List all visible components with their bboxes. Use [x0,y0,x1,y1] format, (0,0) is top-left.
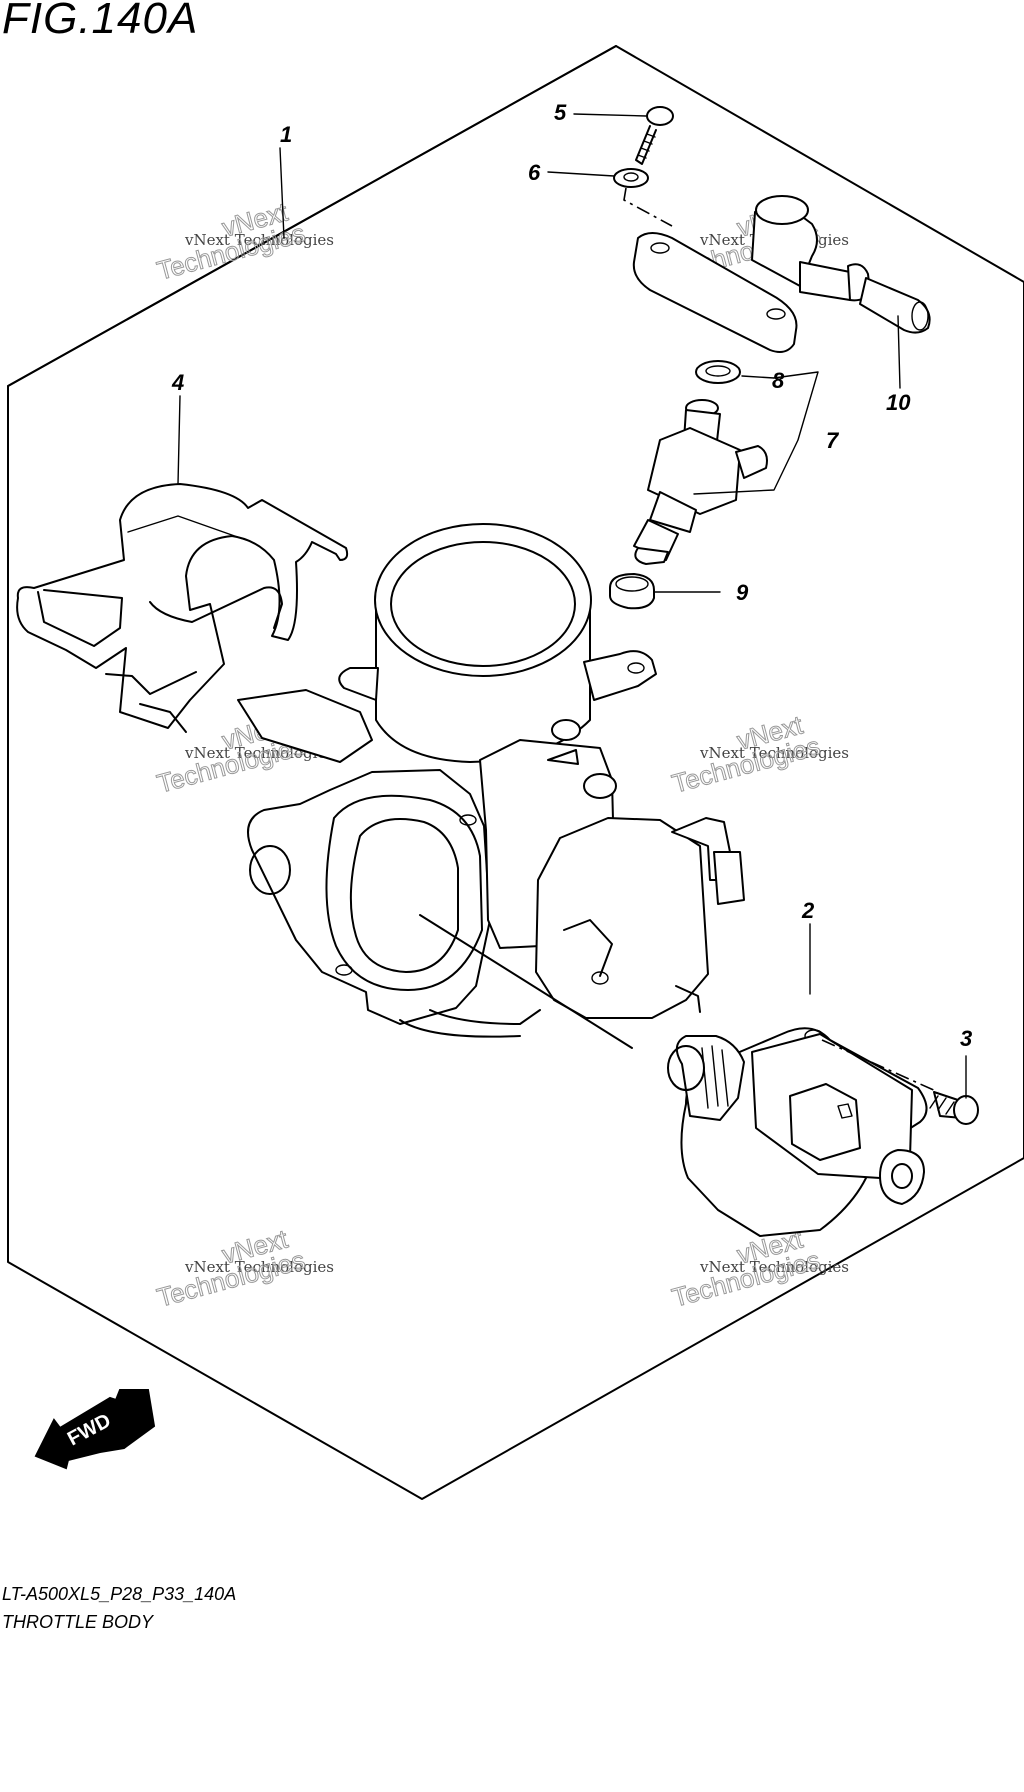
part-5-screw [635,106,674,165]
part-10-fuel-hose [799,261,931,334]
callout-9: 9 [736,580,749,605]
svg-text:vNext Technologies: vNext Technologies [184,231,334,249]
callout-3: 3 [960,1026,972,1051]
callout-5: 5 [554,100,567,125]
part-4-cover-bracket [16,483,349,733]
fuel-delivery-bracket [632,195,818,353]
part-9-seal [609,573,655,610]
part-7-fuel-injector [633,399,768,565]
callout-7: 7 [826,428,840,453]
part-3-bolt [929,1091,979,1125]
svg-text:vNext Technologies: vNext Technologies [184,1258,334,1276]
callout-8: 8 [772,368,785,393]
svg-text:vNext Technologies: vNext Technologies [699,744,849,762]
assembly-boundary-top-left [7,45,617,387]
part-8-o-ring [695,360,741,384]
callout-1: 1 [280,122,292,147]
svg-text:vNext Technologies: vNext Technologies [699,1258,849,1276]
leader-lines [177,113,967,1099]
callout-10: 10 [886,390,911,415]
part-6-washer [613,168,649,188]
figure-title: FIG.140A [2,0,199,43]
dash-bolt-to-valve [821,1039,939,1093]
dash-screw-to-bracket [623,187,673,227]
part-2-isc-valve [667,1027,928,1237]
callout-4: 4 [171,370,184,395]
callout-2: 2 [801,898,815,923]
fwd-direction-badge: FWD [34,1389,156,1470]
leader-line-2 [419,914,633,1049]
throttle-body-main [237,523,745,1038]
callout-6: 6 [528,160,541,185]
section-name: THROTTLE BODY [2,1612,154,1632]
callouts: 1 2 3 4 5 6 7 8 9 10 [171,100,972,1051]
model-code: LT-A500XL5_P28_P33_140A [2,1584,237,1604]
